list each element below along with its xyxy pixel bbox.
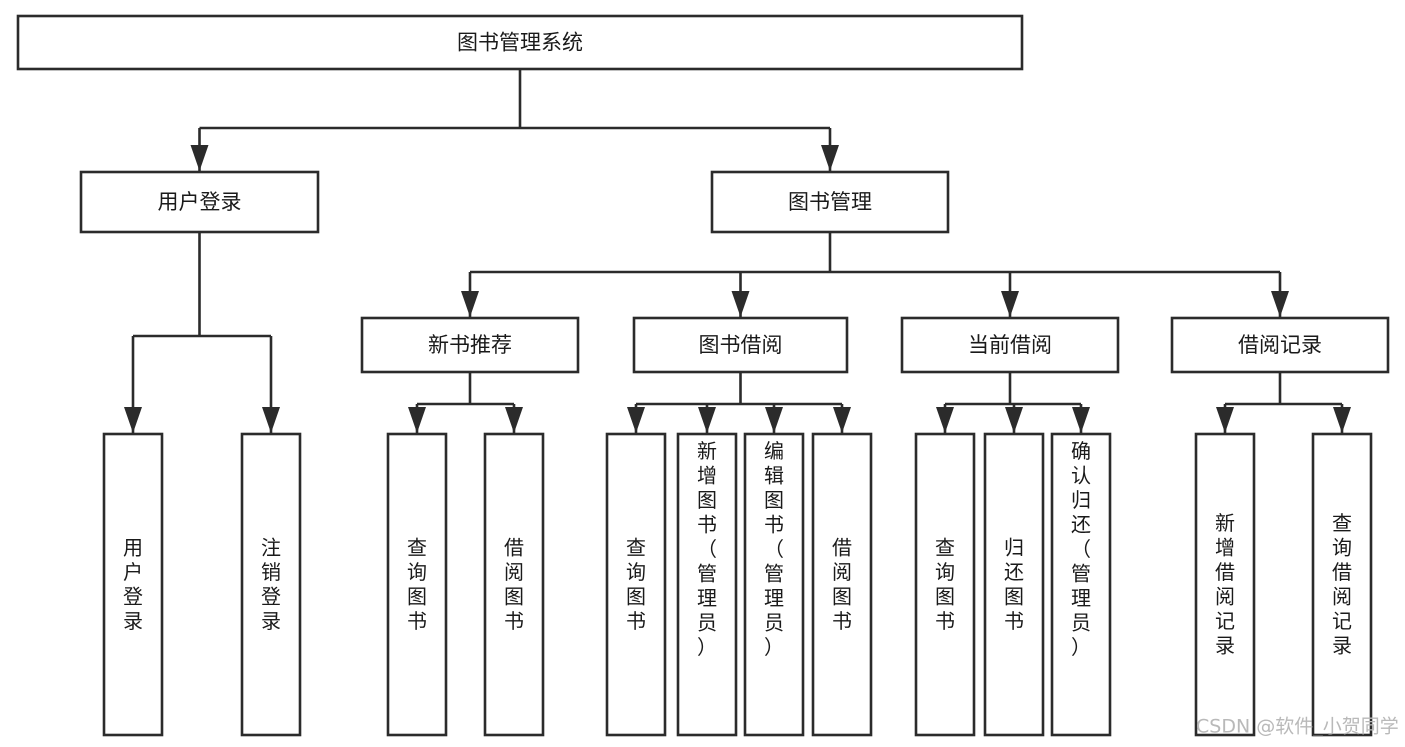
node-nbr-query-book[interactable]: 查询图书 [386,432,448,737]
node-box-bb-add-book[interactable] [676,432,738,737]
arrow-head-icon [1072,407,1090,433]
arrow-head-icon [765,407,783,433]
node-label-br-add-record: 新增借阅记录 [1215,511,1235,658]
node-box-borrow-record[interactable] [1170,316,1390,374]
node-book-manage[interactable]: 图书管理 [710,170,950,234]
csdn-watermark: CSDN @软件_小贺同学 [1196,716,1399,738]
arrow-head-icon [124,407,142,433]
node-box-cb-confirm-return[interactable] [1050,432,1112,737]
node-label-book-manage: 图书管理 [788,190,872,214]
node-user-login[interactable]: 用户登录 [79,170,320,234]
node-label-cb-return-book: 归还图书 [1004,536,1024,634]
arrow-head-icon [936,407,954,433]
node-label-user-logout: 注销登录 [261,536,281,634]
node-label-book-borrow: 图书借阅 [699,333,783,357]
node-bb-add-book[interactable]: 新增图书（管理员） [676,432,738,737]
node-label-borrow-record: 借阅记录 [1238,333,1322,357]
arrow-head-icon [627,407,645,433]
node-label-bb-borrow-book: 借阅图书 [832,536,852,634]
node-box-nbr-borrow-book[interactable] [483,432,545,737]
node-label-current-borrow: 当前借阅 [968,333,1052,357]
arrow-head-icon [731,291,750,317]
arrow-head-icon [408,407,426,433]
node-br-add-record[interactable]: 新增借阅记录 [1194,432,1256,737]
arrow-head-icon [1005,407,1023,433]
node-box-book-borrow[interactable] [632,316,849,374]
node-box-cb-query-book[interactable] [914,432,976,737]
arrow-head-icon [505,407,523,433]
node-label-new-book-recommend: 新书推荐 [428,333,512,357]
node-box-root[interactable] [16,14,1024,71]
connector-layer [124,69,1351,433]
node-label-root: 图书管理系统 [457,31,583,55]
node-root[interactable]: 图书管理系统 [16,14,1024,71]
node-current-borrow[interactable]: 当前借阅 [900,316,1120,374]
node-box-nbr-query-book[interactable] [386,432,448,737]
arrow-head-icon [1271,291,1289,317]
arrow-head-icon [833,407,851,433]
node-label-user-login-do: 用户登录 [123,536,143,634]
node-layer: 图书管理系统用户登录图书管理用户登录注销登录新书推荐查询图书借阅图书图书借阅查询… [16,14,1390,737]
node-box-br-query-record[interactable] [1311,432,1373,737]
node-label-nbr-query-book: 查询图书 [407,536,427,634]
node-cb-query-book[interactable]: 查询图书 [914,432,976,737]
node-book-borrow[interactable]: 图书借阅 [632,316,849,374]
node-box-bb-query-book[interactable] [605,432,667,737]
node-box-book-manage[interactable] [710,170,950,234]
node-label-cb-confirm-return: 确认归还（管理员） [1071,439,1091,659]
node-box-current-borrow[interactable] [900,316,1120,374]
arrow-head-icon [461,291,479,317]
node-box-user-login[interactable] [79,170,320,234]
node-user-logout[interactable]: 注销登录 [240,432,302,737]
node-borrow-record[interactable]: 借阅记录 [1170,316,1390,374]
node-box-user-logout[interactable] [240,432,302,737]
node-cb-confirm-return[interactable]: 确认归还（管理员） [1050,432,1112,737]
node-box-bb-borrow-book[interactable] [811,432,873,737]
node-box-new-book-recommend[interactable] [360,316,580,374]
node-bb-query-book[interactable]: 查询图书 [605,432,667,737]
node-cb-return-book[interactable]: 归还图书 [983,432,1045,737]
node-bb-edit-book[interactable]: 编辑图书（管理员） [743,432,805,737]
node-new-book-recommend[interactable]: 新书推荐 [360,316,580,374]
node-box-cb-return-book[interactable] [983,432,1045,737]
node-bb-borrow-book[interactable]: 借阅图书 [811,432,873,737]
node-label-cb-query-book: 查询图书 [935,536,955,634]
node-label-user-login: 用户登录 [158,190,242,214]
arrow-head-icon [821,145,839,171]
node-br-query-record[interactable]: 查询借阅记录 [1311,432,1373,737]
node-label-br-query-record: 查询借阅记录 [1332,511,1352,658]
node-label-bb-add-book: 新增图书（管理员） [697,439,717,659]
arrow-head-icon [190,145,209,171]
node-label-bb-query-book: 查询图书 [626,536,646,634]
arrow-head-icon [1216,407,1234,433]
node-label-nbr-borrow-book: 借阅图书 [504,536,524,634]
node-user-login-do[interactable]: 用户登录 [102,432,164,737]
arrow-head-icon [698,407,716,433]
node-box-br-add-record[interactable] [1194,432,1256,737]
arrow-head-icon [1333,407,1351,433]
node-box-user-login-do[interactable] [102,432,164,737]
arrow-head-icon [1001,291,1019,317]
node-box-bb-edit-book[interactable] [743,432,805,737]
arrow-head-icon [262,407,280,433]
node-label-bb-edit-book: 编辑图书（管理员） [764,439,784,659]
node-nbr-borrow-book[interactable]: 借阅图书 [483,432,545,737]
